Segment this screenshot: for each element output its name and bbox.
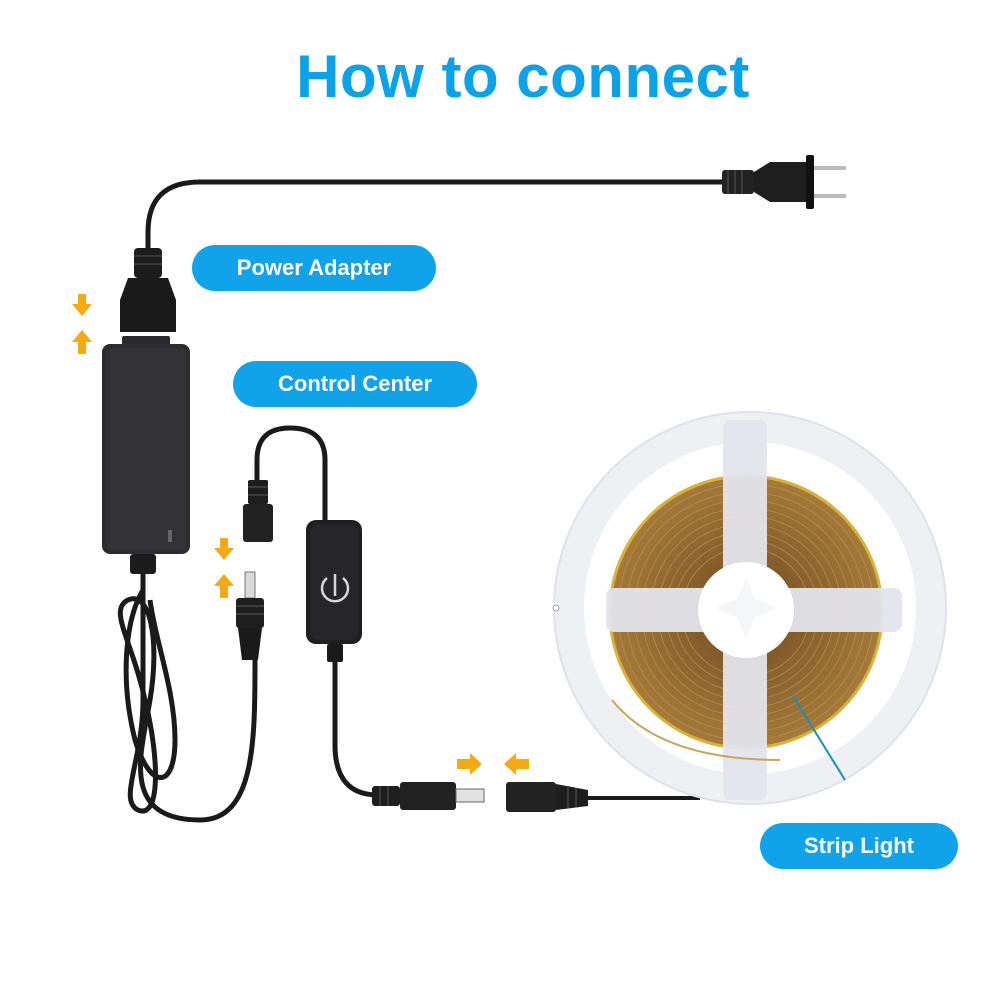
control-center-label: Control Center bbox=[278, 371, 432, 396]
label-strip-light: Strip Light bbox=[760, 823, 958, 869]
page-title: How to connect bbox=[296, 43, 750, 110]
strip-light-reel-icon bbox=[552, 411, 947, 805]
strip-light-label: Strip Light bbox=[804, 833, 914, 858]
dc-male-plug-icon bbox=[372, 782, 485, 810]
adapter-dc-cable bbox=[117, 574, 258, 823]
iec-connector-icon bbox=[120, 248, 176, 332]
wall-plug-icon bbox=[722, 155, 846, 209]
controller-input-cable bbox=[254, 425, 328, 520]
strip-pointer-line bbox=[792, 695, 846, 781]
controller-output-cable bbox=[332, 662, 379, 798]
arrow-up-icon bbox=[214, 574, 234, 598]
arrow-down-icon bbox=[214, 538, 234, 560]
power-adapter-label: Power Adapter bbox=[236, 255, 392, 280]
arrow-down-icon bbox=[72, 294, 92, 316]
arrow-up-icon bbox=[72, 330, 92, 354]
label-power-adapter: Power Adapter bbox=[192, 245, 436, 291]
power-adapter-icon bbox=[102, 336, 190, 574]
label-control-center: Control Center bbox=[233, 361, 477, 407]
dc-female-socket-icon bbox=[243, 480, 273, 542]
dc-female-socket-icon bbox=[506, 782, 588, 812]
arrow-right-icon bbox=[457, 753, 482, 775]
control-center-icon bbox=[306, 520, 362, 662]
ac-power-cord bbox=[145, 179, 730, 262]
arrow-left-icon bbox=[504, 753, 529, 775]
dc-male-plug-icon bbox=[236, 571, 264, 660]
